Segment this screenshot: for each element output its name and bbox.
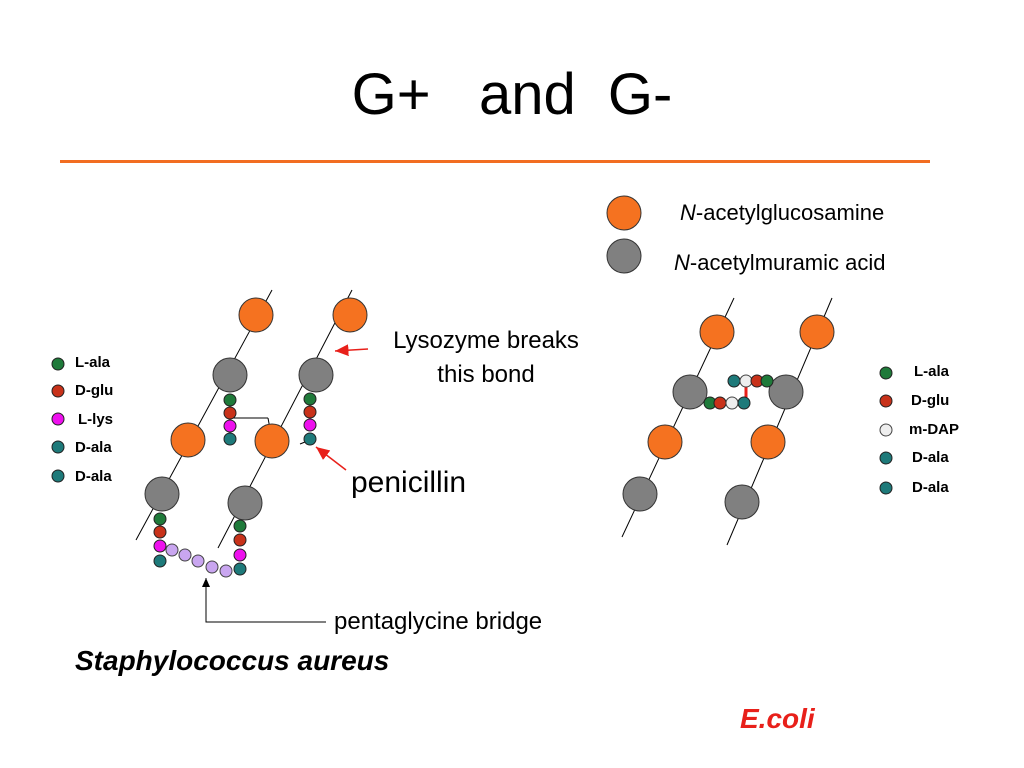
amino-acid-d-glu	[233, 533, 247, 547]
amino-acid-l-ala	[233, 519, 247, 533]
key-label: D-glu	[75, 382, 113, 399]
amino-acid-d-ala	[727, 374, 741, 388]
nag-sugar	[647, 424, 683, 460]
pentaglycine-annotation: pentaglycine bridge	[334, 608, 542, 635]
sugar-legend: N-acetylglucosamine N-acetylmuramic acid	[606, 195, 886, 275]
key-label: L-ala	[75, 354, 111, 371]
glycine	[191, 554, 205, 568]
nam-sugar	[227, 485, 263, 521]
amino-acid-l-lys	[233, 548, 247, 562]
key-d-ala-icon	[879, 481, 893, 495]
nam-sugar	[672, 374, 708, 410]
amino-acid-m-dap	[725, 396, 739, 410]
key-label: D-glu	[911, 392, 949, 409]
key-label: D-ala	[75, 439, 112, 456]
nam-sugar	[212, 357, 248, 393]
key-label: m-DAP	[909, 421, 959, 438]
nag-sugar	[699, 314, 735, 350]
gpos-amino-key: L-ala D-glu L-lys D-ala D-ala	[51, 354, 113, 485]
key-l-ala-icon	[879, 366, 893, 380]
penicillin-annotation: penicillin	[351, 466, 466, 499]
nag-sugar	[170, 422, 206, 458]
gneg-species-label: E.coli	[740, 703, 816, 734]
key-d-glu-icon	[51, 384, 65, 398]
key-l-lys-icon	[51, 412, 65, 426]
key-d-ala-icon	[51, 440, 65, 454]
nag-sugar	[254, 423, 290, 459]
amino-acid-l-ala	[223, 393, 237, 407]
nag-legend-icon	[606, 195, 642, 231]
amino-acid-d-glu	[153, 525, 167, 539]
nam-sugar	[724, 484, 760, 520]
amino-acid-d-ala	[737, 396, 751, 410]
glycine	[178, 548, 192, 562]
key-label: D-ala	[912, 479, 949, 496]
amino-acid-d-glu	[303, 405, 317, 419]
amino-acid-l-lys	[303, 418, 317, 432]
gram-negative-structure	[621, 297, 835, 546]
gneg-amino-key: L-ala D-glu m-DAP D-ala D-ala	[879, 363, 959, 496]
nag-sugar	[799, 314, 835, 350]
nam-sugar	[298, 357, 334, 393]
key-d-ala-icon	[51, 469, 65, 483]
nag-sugar	[750, 424, 786, 460]
amino-acid-l-ala	[153, 512, 167, 526]
key-m-dap-icon	[879, 423, 893, 437]
amino-acid-d-ala	[233, 562, 247, 576]
amino-acid-l-lys	[153, 539, 167, 553]
nag-sugar	[238, 297, 274, 333]
amino-acid-l-lys	[223, 419, 237, 433]
lysozyme-arrow	[334, 344, 369, 357]
key-label: L-ala	[914, 363, 950, 380]
nam-sugar	[622, 476, 658, 512]
amino-acid-d-glu	[223, 406, 237, 420]
lysozyme-annotation-line2: this bond	[437, 361, 534, 388]
key-label: L-lys	[78, 411, 113, 428]
nam-legend-label: N-acetylmuramic acid	[674, 250, 886, 275]
title-divider	[60, 160, 930, 163]
glycine	[165, 543, 179, 557]
amino-acid-d-glu	[713, 396, 727, 410]
key-label: D-ala	[912, 449, 949, 466]
gpos-species-label: Staphylococcus aureus	[75, 645, 389, 676]
penicillin-arrow	[315, 446, 347, 471]
nam-legend-icon	[606, 238, 642, 274]
page-title: G+ and G-	[351, 62, 673, 127]
pentaglycine-arrow	[202, 578, 326, 623]
nag-sugar	[332, 297, 368, 333]
gram-positive-structure	[135, 289, 369, 623]
key-l-ala-icon	[51, 357, 65, 371]
glycine	[205, 560, 219, 574]
amino-acid-l-ala	[760, 374, 774, 388]
amino-acid-m-dap	[739, 374, 753, 388]
key-label: D-ala	[75, 468, 112, 485]
key-d-ala-icon	[879, 451, 893, 465]
amino-acid-d-ala	[303, 432, 317, 446]
nag-legend-label: N-acetylglucosamine	[680, 200, 884, 225]
glycine	[219, 564, 233, 578]
key-d-glu-icon	[879, 394, 893, 408]
lysozyme-annotation-line1: Lysozyme breaks	[393, 327, 579, 354]
nam-sugar	[768, 374, 804, 410]
amino-acid-d-ala	[223, 432, 237, 446]
nam-sugar	[144, 476, 180, 512]
amino-acid-d-ala	[153, 554, 167, 568]
amino-acid-l-ala	[303, 392, 317, 406]
